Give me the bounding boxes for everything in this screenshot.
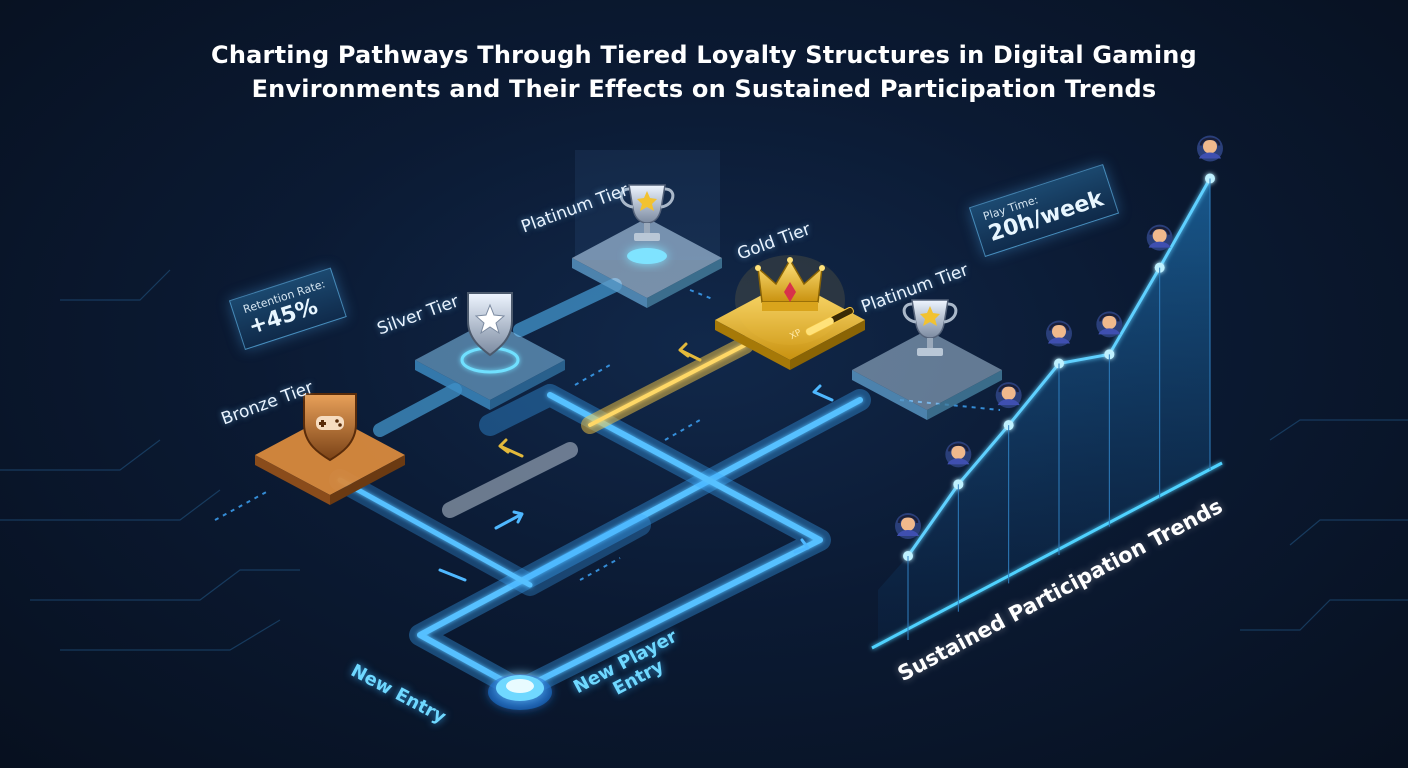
trophy-icon	[902, 299, 958, 356]
platinum-tier-platform-right	[852, 299, 1002, 420]
arrow-icon	[494, 510, 524, 530]
arrow-icon	[498, 438, 524, 458]
page-title: Charting Pathways Through Tiered Loyalty…	[0, 38, 1408, 106]
arrow-icon	[438, 568, 467, 582]
controller-shield-icon	[303, 393, 357, 462]
arrow-icon	[812, 384, 834, 402]
player-avatar-icon	[1197, 135, 1223, 162]
silver-pathway	[442, 442, 578, 518]
participation-trend-panel	[871, 135, 1223, 650]
title-line-2: Environments and Their Effects on Sustai…	[251, 75, 1157, 103]
bronze-tier-platform	[255, 393, 405, 505]
player-avatar-icon	[1146, 224, 1173, 251]
gold-tier-platform	[715, 255, 865, 370]
player-avatar-icon	[895, 513, 921, 539]
gold-pathway	[581, 336, 754, 434]
entry-node	[488, 674, 552, 710]
player-avatar-icon	[1096, 311, 1123, 338]
player-avatar-icon	[995, 382, 1022, 409]
dashed-trace	[214, 289, 1001, 581]
circuit-traces	[0, 269, 1408, 651]
arrow-icon	[793, 538, 810, 554]
blue-pathway	[329, 278, 871, 701]
platinum-tier-platform-top	[572, 150, 722, 308]
arrow-icon	[678, 342, 702, 362]
crown-icon	[755, 257, 825, 311]
trend-baseline	[871, 461, 1223, 650]
title-line-1: Charting Pathways Through Tiered Loyalty…	[211, 41, 1197, 69]
star-shield-icon	[467, 292, 513, 357]
silver-tier-platform	[415, 292, 565, 410]
flow-arrows	[438, 342, 834, 582]
xp-bar	[805, 306, 854, 336]
player-avatar-icon	[1046, 320, 1072, 347]
trophy-icon	[619, 184, 675, 241]
player-avatar-icon	[945, 441, 972, 468]
trend-area	[878, 178, 1210, 640]
